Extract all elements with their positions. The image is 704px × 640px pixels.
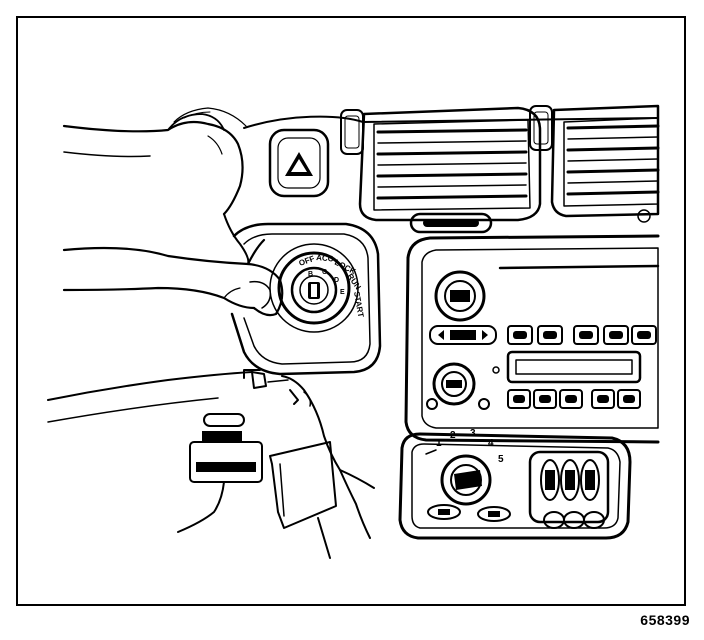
vent-slat	[377, 162, 527, 166]
radio-function-mark	[565, 395, 577, 403]
fan-scale-3: 3	[470, 428, 476, 439]
radio-function-mark	[623, 395, 635, 403]
vent-pill-switch	[409, 212, 493, 234]
vent-slat	[376, 194, 528, 200]
figure-number: 658399	[640, 612, 690, 628]
dash-top-edge	[243, 115, 659, 129]
radio-function-mark	[597, 395, 609, 403]
vent-slat	[376, 128, 528, 134]
radio-function-button	[617, 389, 641, 409]
vent-slat	[567, 158, 659, 162]
vent-slat	[376, 172, 528, 178]
center-air-vent	[340, 106, 542, 222]
right-air-vent	[529, 104, 660, 223]
ignition-bezel	[230, 222, 382, 376]
radio-preset-mark	[543, 331, 557, 339]
vent-slat	[566, 146, 660, 152]
radio-function-mark	[513, 395, 525, 403]
radio-function-button	[507, 389, 531, 409]
vent-slat	[566, 190, 660, 196]
ignition-label-start: START	[352, 291, 365, 318]
lower-hand	[62, 213, 284, 317]
radio-function-button	[559, 389, 583, 409]
radio-unit	[404, 234, 660, 444]
radio-function-button	[533, 389, 557, 409]
ignition-dash-illustration: 1 2 3 4 5	[47, 104, 660, 559]
radio-preset-button	[603, 325, 629, 345]
radio-preset-mark	[609, 331, 623, 339]
ignition-label-acc: ACC	[316, 253, 334, 263]
radio-preset-mark	[579, 331, 593, 339]
fan-speed-scale: 1 2 3 4 5	[436, 428, 504, 465]
radio-function-button	[591, 389, 615, 409]
vent-slat	[566, 168, 660, 174]
fan-scale-1: 1	[436, 438, 442, 449]
vent-slat	[567, 180, 659, 184]
vent-slat	[376, 150, 528, 156]
fan-scale-2: 2	[450, 430, 456, 441]
radio-preset-button	[631, 325, 657, 345]
ignition-marker-c: C	[322, 269, 327, 276]
ignition-position-labels: OFF ACC LOCK RUN START B C D E	[298, 253, 366, 318]
fan-scale-5: 5	[498, 454, 504, 465]
fan-scale-4: 4	[488, 438, 494, 449]
ignition-marker-e: E	[340, 289, 345, 296]
radio-preset-mark	[513, 331, 527, 339]
steering-column-area	[47, 369, 375, 559]
climate-control-panel: 1 2 3 4 5	[398, 428, 632, 540]
ignition-marker-b: B	[308, 271, 313, 278]
vent-slat	[566, 124, 660, 130]
vent-slat	[567, 136, 659, 140]
upper-hand	[62, 107, 247, 216]
radio-preset-button	[507, 325, 533, 345]
hazard-button	[268, 128, 330, 198]
ignition-marker-d: D	[334, 277, 339, 284]
radio-preset-mark	[637, 331, 651, 339]
radio-function-mark	[539, 395, 551, 403]
illustration-frame: 1 2 3 4 5	[16, 16, 686, 606]
radio-preset-button	[573, 325, 599, 345]
vent-slat	[377, 184, 527, 188]
radio-preset-button	[537, 325, 563, 345]
vent-slat	[377, 140, 527, 144]
